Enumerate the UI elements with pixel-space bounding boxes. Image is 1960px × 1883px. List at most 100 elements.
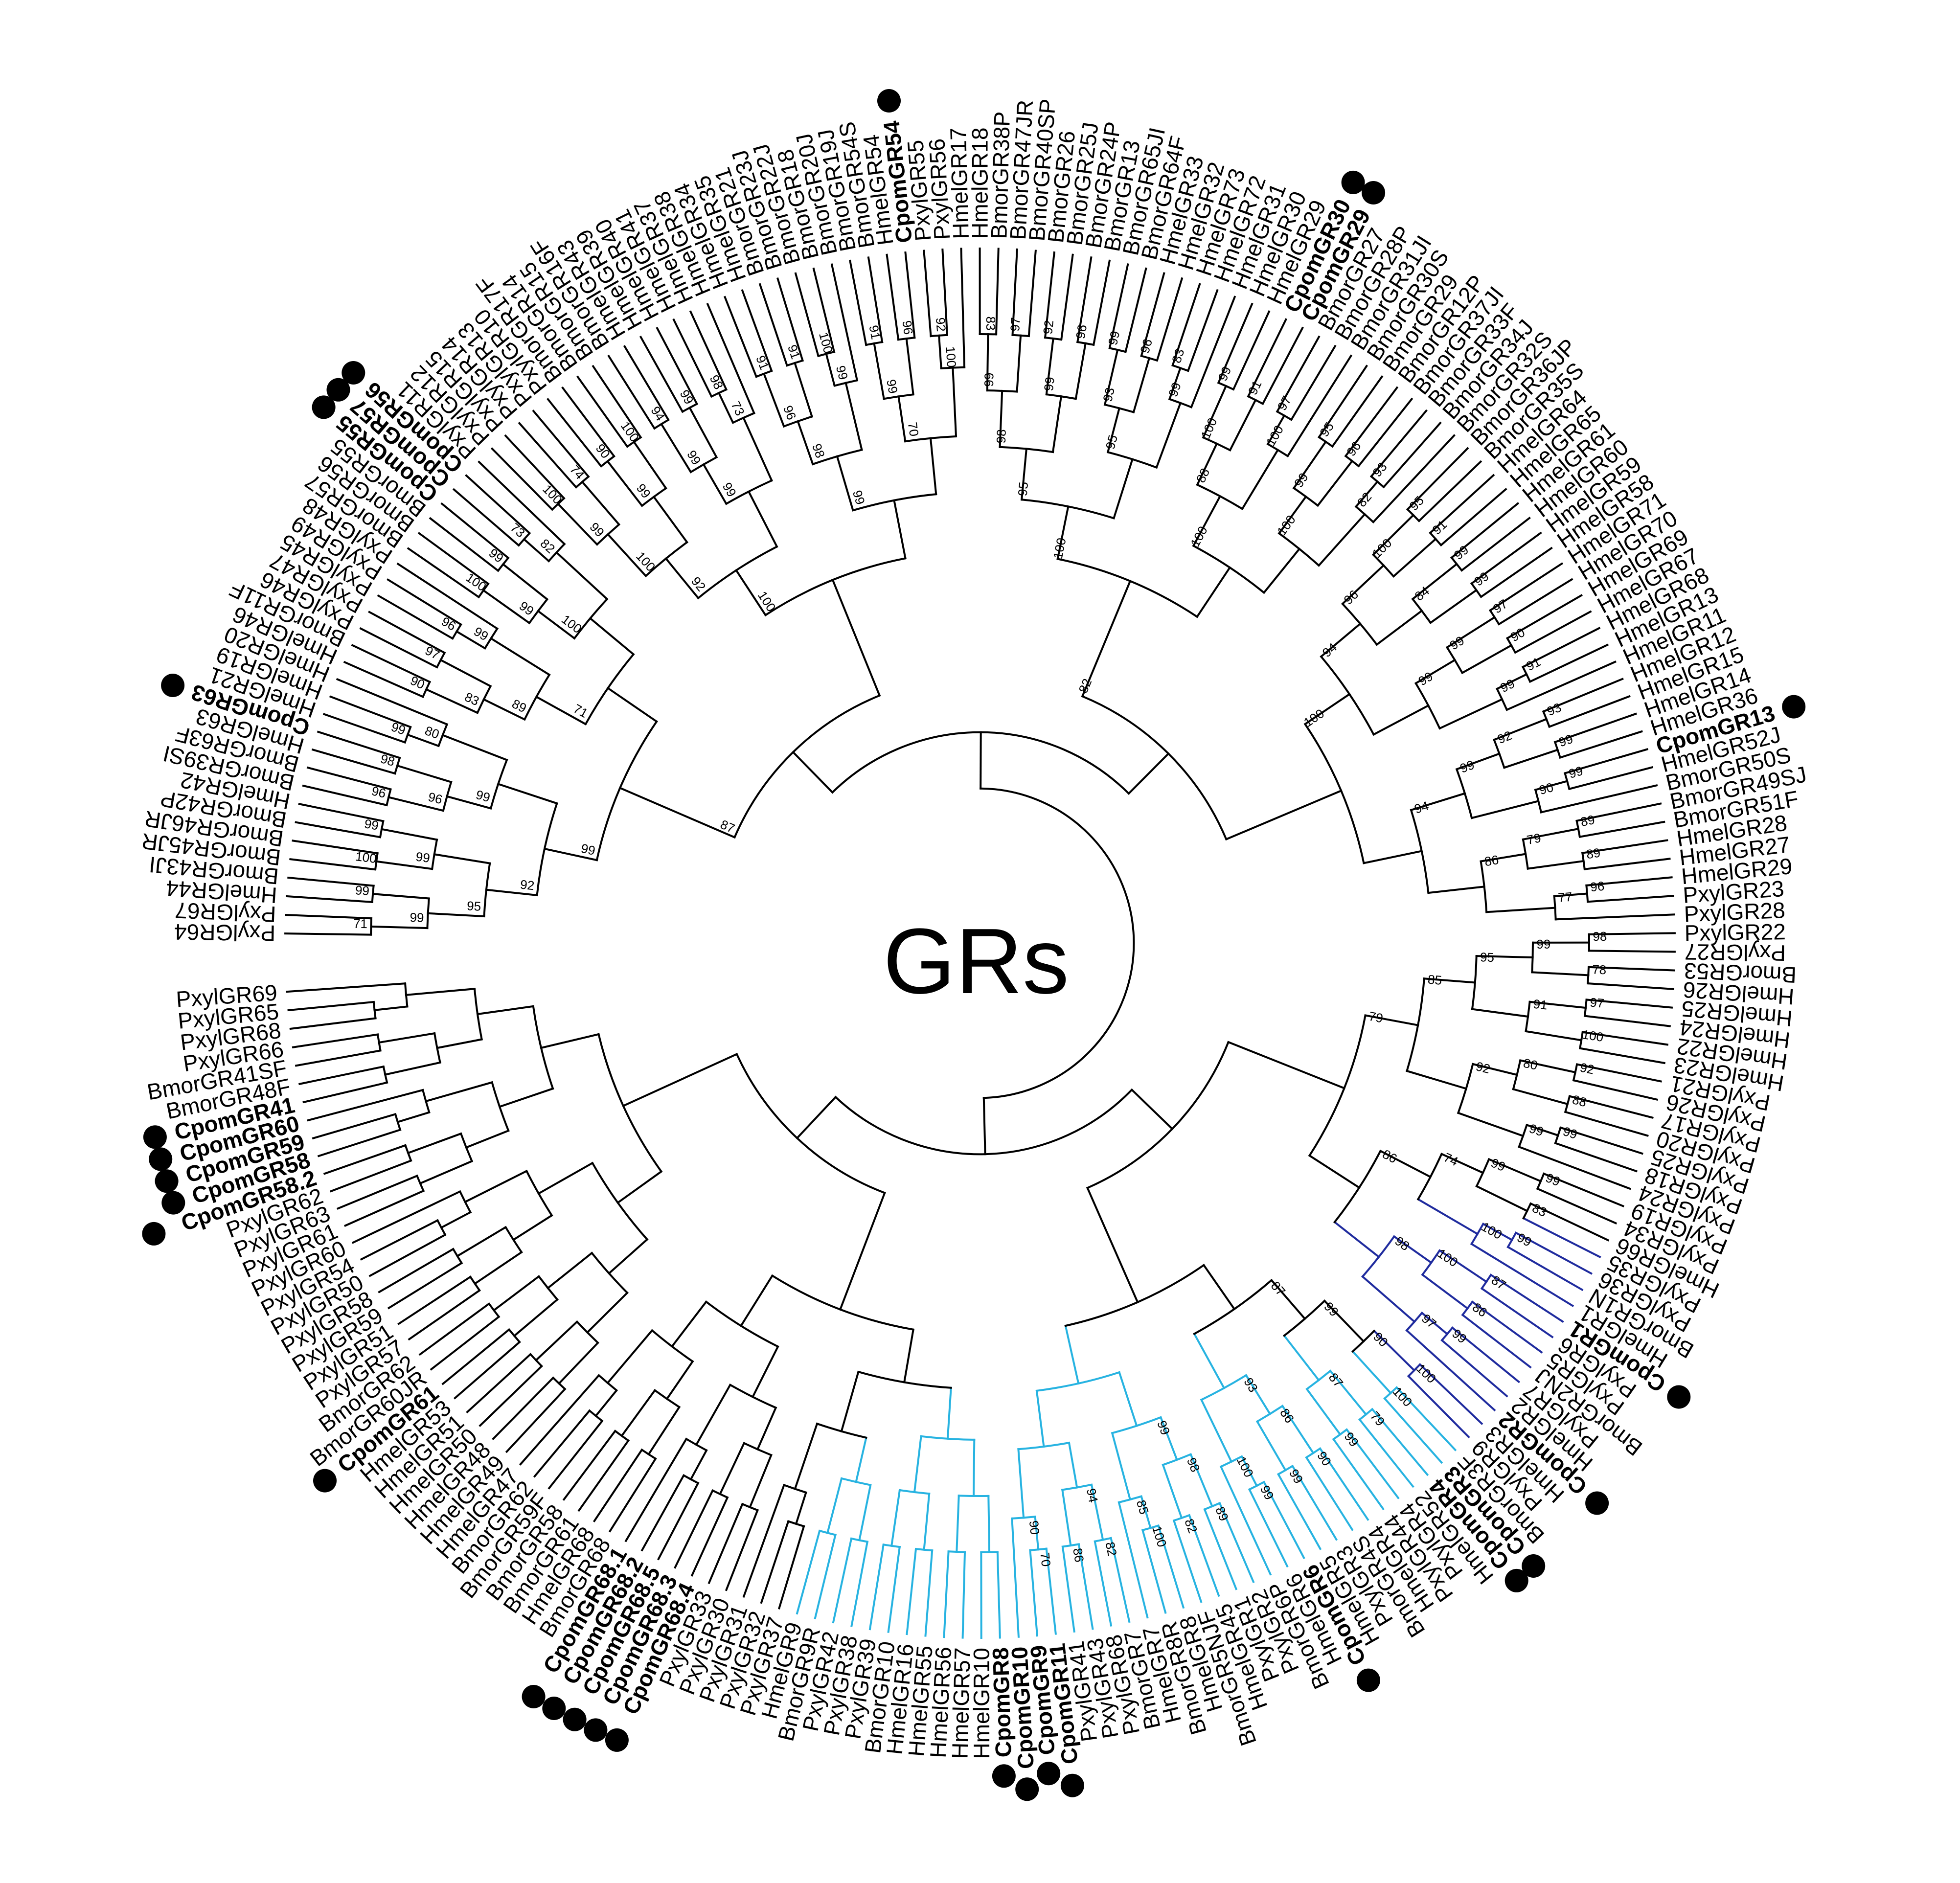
tree-branch bbox=[1247, 318, 1287, 398]
tree-branch bbox=[1438, 1249, 1488, 1283]
bootstrap-value: 99 bbox=[1536, 937, 1550, 952]
bootstrap-value: 92 bbox=[1579, 1060, 1595, 1077]
tree-branch bbox=[482, 589, 531, 625]
tree-branch bbox=[427, 912, 485, 918]
tree-branch bbox=[534, 1320, 579, 1362]
tree-branch bbox=[1108, 263, 1129, 349]
tree-branch bbox=[1172, 1519, 1203, 1603]
tree-branch bbox=[1240, 1455, 1258, 1487]
cpom-marker bbox=[992, 1764, 1016, 1788]
tree-branch bbox=[1333, 1221, 1381, 1259]
leaf-label: BmorGR53 bbox=[1684, 958, 1797, 988]
tree-branch bbox=[561, 386, 615, 458]
bootstrap-value: 99 bbox=[1154, 1419, 1173, 1437]
tree-branch bbox=[1094, 1540, 1113, 1627]
tree-branch bbox=[1585, 998, 1673, 1009]
tree-branch bbox=[1218, 1501, 1255, 1584]
tree-branch bbox=[1531, 971, 1590, 976]
tree-branch bbox=[287, 1000, 375, 1012]
tree-branch bbox=[887, 1545, 901, 1633]
tree-branch bbox=[440, 1211, 472, 1229]
tree-branch bbox=[1316, 459, 1354, 507]
tree-branch bbox=[1219, 1465, 1272, 1576]
tree-branch bbox=[1277, 495, 1307, 535]
cpom-marker bbox=[1037, 1762, 1061, 1786]
tree-branch bbox=[576, 375, 629, 448]
tree-branch bbox=[760, 1520, 790, 1604]
bootstrap-value: 100 bbox=[540, 481, 565, 507]
tree-branch bbox=[1470, 799, 1540, 819]
tree-branch bbox=[592, 364, 642, 439]
cpom-marker bbox=[522, 1685, 546, 1708]
tree-branch bbox=[368, 1233, 447, 1277]
tree-branch bbox=[674, 1489, 714, 1569]
bootstrap-value: 98 bbox=[379, 751, 396, 769]
tree-branch bbox=[608, 1457, 657, 1533]
leaf-label: PxylGR64 bbox=[174, 919, 276, 946]
tree-branch bbox=[688, 406, 718, 459]
tree-branch bbox=[1420, 1311, 1449, 1336]
bootstrap-value: 87 bbox=[718, 817, 737, 836]
tree-branch bbox=[284, 932, 372, 936]
tree-branch bbox=[1506, 1246, 1584, 1292]
tree-branch bbox=[371, 893, 430, 900]
bootstrap-value: 98 bbox=[994, 429, 1009, 444]
tree-branch bbox=[547, 1419, 604, 1490]
tree-branch bbox=[812, 267, 836, 353]
cpom-marker bbox=[312, 395, 336, 419]
tree-branch bbox=[312, 1113, 397, 1140]
tree-branch bbox=[999, 389, 1003, 448]
tree-branch bbox=[830, 263, 859, 382]
tree-branch bbox=[867, 256, 884, 343]
tree-branch bbox=[295, 1049, 382, 1067]
cpom-marker bbox=[584, 1718, 608, 1742]
bootstrap-value: 98 bbox=[1593, 929, 1607, 944]
tree-branch bbox=[407, 1132, 462, 1155]
tree-branch bbox=[323, 1144, 407, 1175]
tree-branch bbox=[1262, 1480, 1305, 1560]
tree-branch bbox=[1583, 1015, 1671, 1027]
bootstrap-value: 95 bbox=[466, 898, 481, 914]
bootstrap-value: 91 bbox=[785, 343, 803, 361]
tree-branch bbox=[593, 1448, 643, 1522]
tree-branch bbox=[289, 1017, 377, 1030]
tree-branch bbox=[1392, 537, 1437, 578]
bootstrap-value: 99 bbox=[677, 387, 697, 407]
tree-branch bbox=[1525, 1030, 1583, 1042]
tree-branch bbox=[317, 730, 401, 759]
tree-branch bbox=[429, 517, 500, 572]
tree-branch bbox=[1406, 1069, 1468, 1090]
tree-branch bbox=[370, 925, 429, 930]
tree-branch bbox=[778, 1525, 805, 1610]
tree-branch bbox=[512, 1214, 553, 1242]
tree-branch bbox=[913, 1435, 922, 1494]
tree-branch bbox=[1406, 447, 1469, 511]
tree-branch bbox=[417, 532, 490, 586]
tree-branch bbox=[742, 1483, 786, 1598]
leaf-label: PxylGR67 bbox=[174, 898, 276, 927]
tree-branch bbox=[1470, 1242, 1574, 1307]
tree-branch bbox=[1505, 594, 1583, 640]
tree-branch bbox=[1344, 386, 1399, 458]
tree-branch bbox=[1370, 1407, 1429, 1476]
bootstrap-value: 89 bbox=[1212, 1504, 1231, 1523]
tree-branch bbox=[1189, 1453, 1214, 1508]
bootstrap-value: 91 bbox=[866, 324, 883, 340]
tree-branch bbox=[792, 750, 834, 794]
tree-branch bbox=[336, 678, 449, 726]
bootstrap-value: 92 bbox=[933, 317, 949, 332]
tree-branch bbox=[330, 1159, 412, 1193]
tree-branch bbox=[1526, 1123, 1559, 1137]
tree-branch bbox=[1245, 1374, 1272, 1415]
tree-branch bbox=[501, 563, 549, 601]
tree-branch bbox=[836, 455, 854, 512]
tree-branch bbox=[1190, 295, 1236, 408]
bootstrap-value: 97 bbox=[1007, 317, 1023, 332]
tree-branch bbox=[1575, 1063, 1662, 1083]
tree-branch bbox=[289, 858, 377, 871]
tree-branch bbox=[351, 644, 432, 683]
tree-branch bbox=[523, 538, 550, 563]
tree-branch bbox=[1578, 1047, 1666, 1065]
tree-branch bbox=[581, 480, 621, 526]
bootstrap-value: 92 bbox=[1040, 319, 1056, 335]
